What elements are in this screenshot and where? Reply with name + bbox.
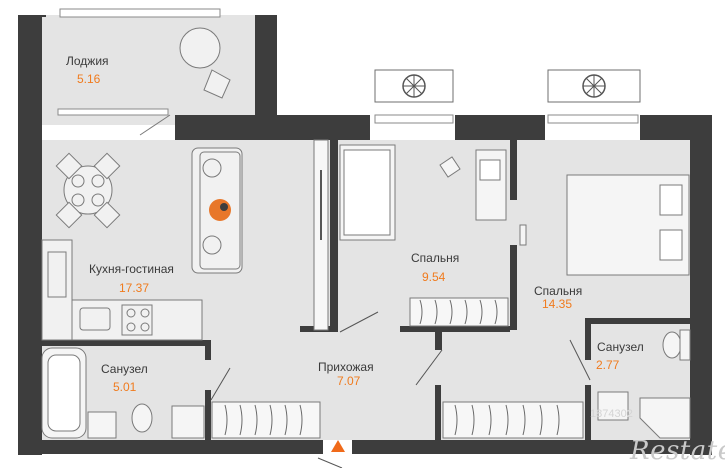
bedroom-2-area: 14.35 [542,297,573,311]
bathroom-2-name: Санузел [597,340,644,354]
loggia-furniture [139,27,231,136]
bathroom-2-furniture [597,329,691,439]
brand-logo: Restate [630,436,725,466]
cat-icon [209,199,231,221]
ac-unit-icon [374,69,454,103]
kitchen-area: 17.37 [119,281,150,295]
bedroom-2-name: Спальня [534,284,583,298]
hanger-marks [224,299,560,436]
wardrobe [211,139,584,439]
walls [18,15,712,455]
bedroom-2-furniture [519,174,690,276]
bathroom-1-furniture [41,347,205,439]
bedroom-1-furniture [339,144,507,241]
door-swings [210,311,591,468]
watermark-id: 1874302 [590,408,633,420]
loggia-area: 5.16 [77,72,101,86]
bedroom-1-name: Спальня [411,251,460,265]
windows [57,8,639,124]
bathroom-1-name: Санузел [101,362,148,376]
loggia-name: Лоджия [66,54,109,68]
entrance-arrow-icon [331,440,345,452]
ac-unit-icon [547,69,641,103]
bedroom-1-area: 9.54 [422,270,446,284]
bathroom-1-area: 5.01 [113,380,137,394]
hallway-area: 7.07 [337,374,361,388]
kitchen-furniture [41,147,243,341]
bathroom-2-area: 2.77 [596,358,620,372]
kitchen-name: Кухня-гостиная [89,262,174,276]
hallway-name: Прихожая [318,360,374,374]
